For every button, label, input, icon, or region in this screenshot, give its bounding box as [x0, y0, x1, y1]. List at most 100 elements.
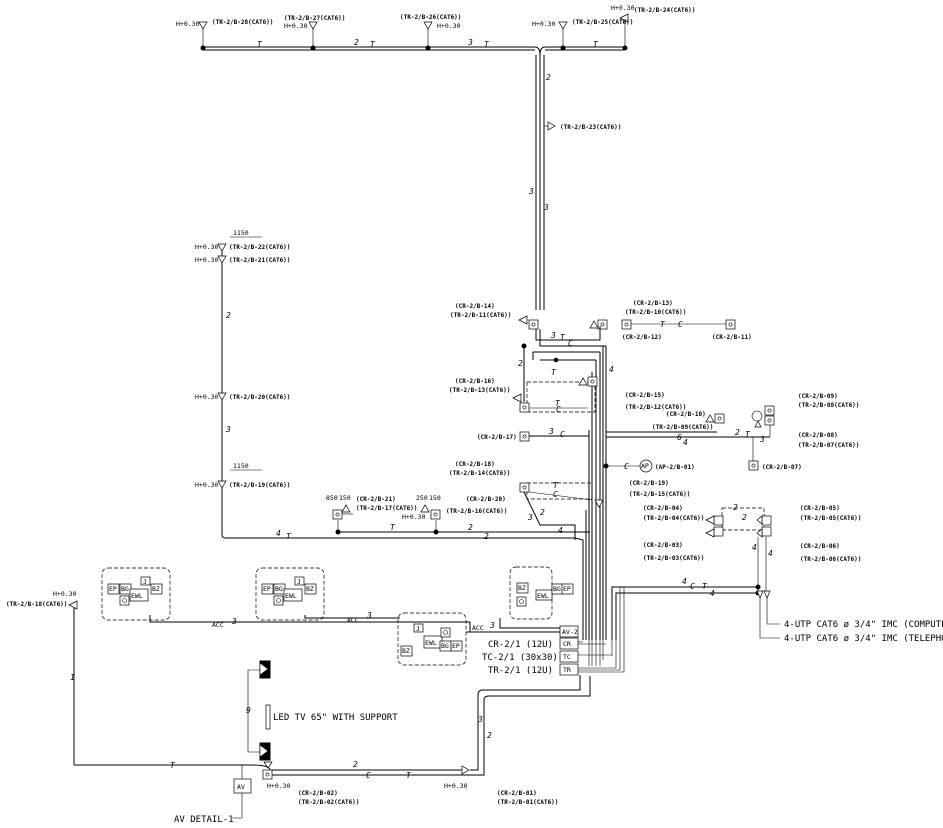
cable-count: 3 — [548, 427, 554, 436]
cable-count: 4 — [558, 526, 563, 535]
device-junction: J — [297, 578, 301, 586]
outlet-tag: (TR-2/B-23(CAT6)) — [560, 124, 621, 131]
cable-count: 1 — [70, 673, 75, 682]
outlet-tag: (CR-2/B-19) — [629, 480, 669, 487]
outlet-tag: (CR-2/B-13) — [633, 300, 673, 307]
outlet-tag: (TR-2/B-02(CAT6)) — [298, 799, 359, 806]
cable-type: C — [366, 771, 371, 780]
height-label: H+0.30 — [195, 256, 219, 264]
cr-rack-tag: CR — [563, 640, 571, 648]
outlet-tag: (CR-2/B-10) — [666, 411, 706, 418]
outlet-tag: (TR-2/B-17(CAT6)) — [356, 505, 417, 512]
outlet-tag: (TR-2/B-03(CAT6)) — [643, 555, 704, 562]
av-rack — [559, 625, 579, 638]
device-bg: BG — [275, 585, 283, 593]
cable-count: 3 — [489, 621, 495, 630]
cable-type: T — [370, 40, 376, 49]
height-label: H+0.30 — [195, 481, 219, 489]
outlet-tag: (TR-2/B-25(CAT6)) — [572, 19, 633, 26]
tr-rack-label: TR-2/1 (12U) — [488, 666, 553, 676]
outlet-tag: (CR-2/B-12) — [622, 334, 662, 341]
device-group-left: EP BG EWL J BZ — [101, 567, 171, 621]
height-label: H+0.30 — [176, 20, 200, 28]
height-label: H+0.30 — [611, 4, 635, 12]
outlet-tag: (TR-2/B-07(CAT6)) — [798, 442, 859, 449]
utp-computer-note: 4-UTP CAT6 ø 3/4" IMC (COMPUTER) — [784, 620, 943, 630]
outlet-tag: (CR-2/B-05) — [800, 505, 840, 512]
outlet-tag: (TR-2/B-26(CAT6)) — [400, 14, 461, 21]
cable-count: 3 — [467, 38, 473, 47]
cable-count: 6 — [677, 433, 682, 442]
height-label: H+0.30 — [402, 513, 426, 521]
cable-count: 3 — [550, 331, 556, 340]
outlet-tag: (TR-2/B-24(CAT6)) — [634, 7, 695, 14]
outlet-tag: (CR-2/B-21) — [356, 496, 396, 503]
height-label: H+0.30 — [195, 393, 219, 401]
height-label: H+0.30 — [444, 782, 468, 790]
cable-type: C — [556, 405, 561, 414]
device-junction: J — [143, 578, 147, 586]
dimension-label: 250 — [416, 494, 428, 502]
outlet-tag: (CR-2/B-11) — [712, 334, 752, 341]
device-ep: EP — [563, 585, 571, 593]
device-bg: BG — [121, 585, 129, 593]
height-label: H+0.30 — [284, 22, 308, 30]
cable-count: 2 — [354, 38, 359, 47]
outlet-tag: (CR-2/B-20) — [466, 496, 506, 503]
device-ep: EP — [263, 585, 271, 593]
cable-count: 9 — [246, 706, 251, 715]
cable-count: 2 — [468, 523, 473, 532]
cable-count: 3 — [231, 617, 237, 626]
device-group-center: J EWL BG EP BZ — [397, 612, 467, 666]
cable-count: 3 — [527, 513, 533, 522]
outlet-tag: (TR-2/B-15(CAT6)) — [629, 491, 690, 498]
acc-label: ACC — [472, 624, 484, 632]
cr-rack-label: CR-2/1 (12U) — [488, 640, 553, 650]
outlet-tag: (CR-2/B-09) — [798, 393, 838, 400]
dimension-label: 150 — [339, 494, 351, 502]
height-label: H+0.30 — [532, 20, 556, 28]
device-bz: BZ — [518, 584, 526, 592]
outlet-tag: (TR-2/B-01(CAT6)) — [497, 799, 558, 806]
outlet-tag: (TR-2/B-14(CAT6)) — [449, 470, 510, 477]
cable-count: 2 — [540, 508, 545, 517]
device-group-middle: EP BG EWL J BZ — [255, 567, 325, 621]
cable-type: T — [551, 368, 557, 377]
cable-type: C — [690, 582, 695, 591]
cable-count: 2 — [735, 428, 740, 437]
outlet-tag: (CR-2/B-02) — [298, 790, 338, 797]
outlet-tag: (CR-2/B-07) — [762, 464, 802, 471]
cable-count: 2 — [733, 503, 738, 512]
outlet-tag: (TR-2/B-11(CAT6)) — [450, 312, 511, 319]
outlet-tag: (TR-2/B-19(CAT6)) — [229, 482, 290, 489]
cable-count: 2 — [487, 731, 492, 740]
outlet-tag: (CR-2/B-16) — [455, 378, 495, 385]
cable-type: T — [170, 761, 176, 770]
cable-type: T — [593, 40, 599, 49]
outlet-tag: (CR-2/B-17) — [477, 434, 517, 441]
av-rack-tag: AV-2 — [562, 628, 578, 636]
acc-runs: ACC 3 ACC 3 ACC 3 — [149, 611, 560, 633]
outlet-tag: (TR-2/B-10(CAT6)) — [625, 309, 686, 316]
height-label: H+0.30 — [267, 782, 291, 790]
utp-telephone-note: 4-UTP CAT6 ø 3/4" IMC (TELEPHONE) — [784, 634, 943, 644]
outlet-tag: (TR-2/B-04(CAT6)) — [643, 515, 704, 522]
device-ep: EP — [109, 585, 117, 593]
cable-count: 3 — [477, 715, 483, 724]
device-junction: J — [416, 625, 420, 633]
outlet-tag: (CR-2/B-14) — [455, 303, 495, 310]
outlet-tag: (AP-2/B-01) — [655, 464, 695, 471]
access-point-label: AP — [641, 462, 649, 470]
outlet-tag: (TR-2/B-06(CAT6)) — [800, 556, 861, 563]
cable-count: 4 — [682, 577, 687, 586]
outlet-tag: (CR-2/B-15) — [625, 392, 665, 399]
cable-type: T — [553, 481, 559, 490]
cable-type: T — [390, 523, 396, 532]
cable-count: 4 — [710, 589, 715, 598]
device-ep: EP — [452, 642, 460, 650]
device-ewl: EWL — [285, 592, 297, 600]
dimension-label: 1150 — [233, 229, 249, 237]
outlet-tag: (TR-2/B-09(CAT6)) — [652, 424, 713, 431]
cable-type: T — [560, 333, 566, 342]
